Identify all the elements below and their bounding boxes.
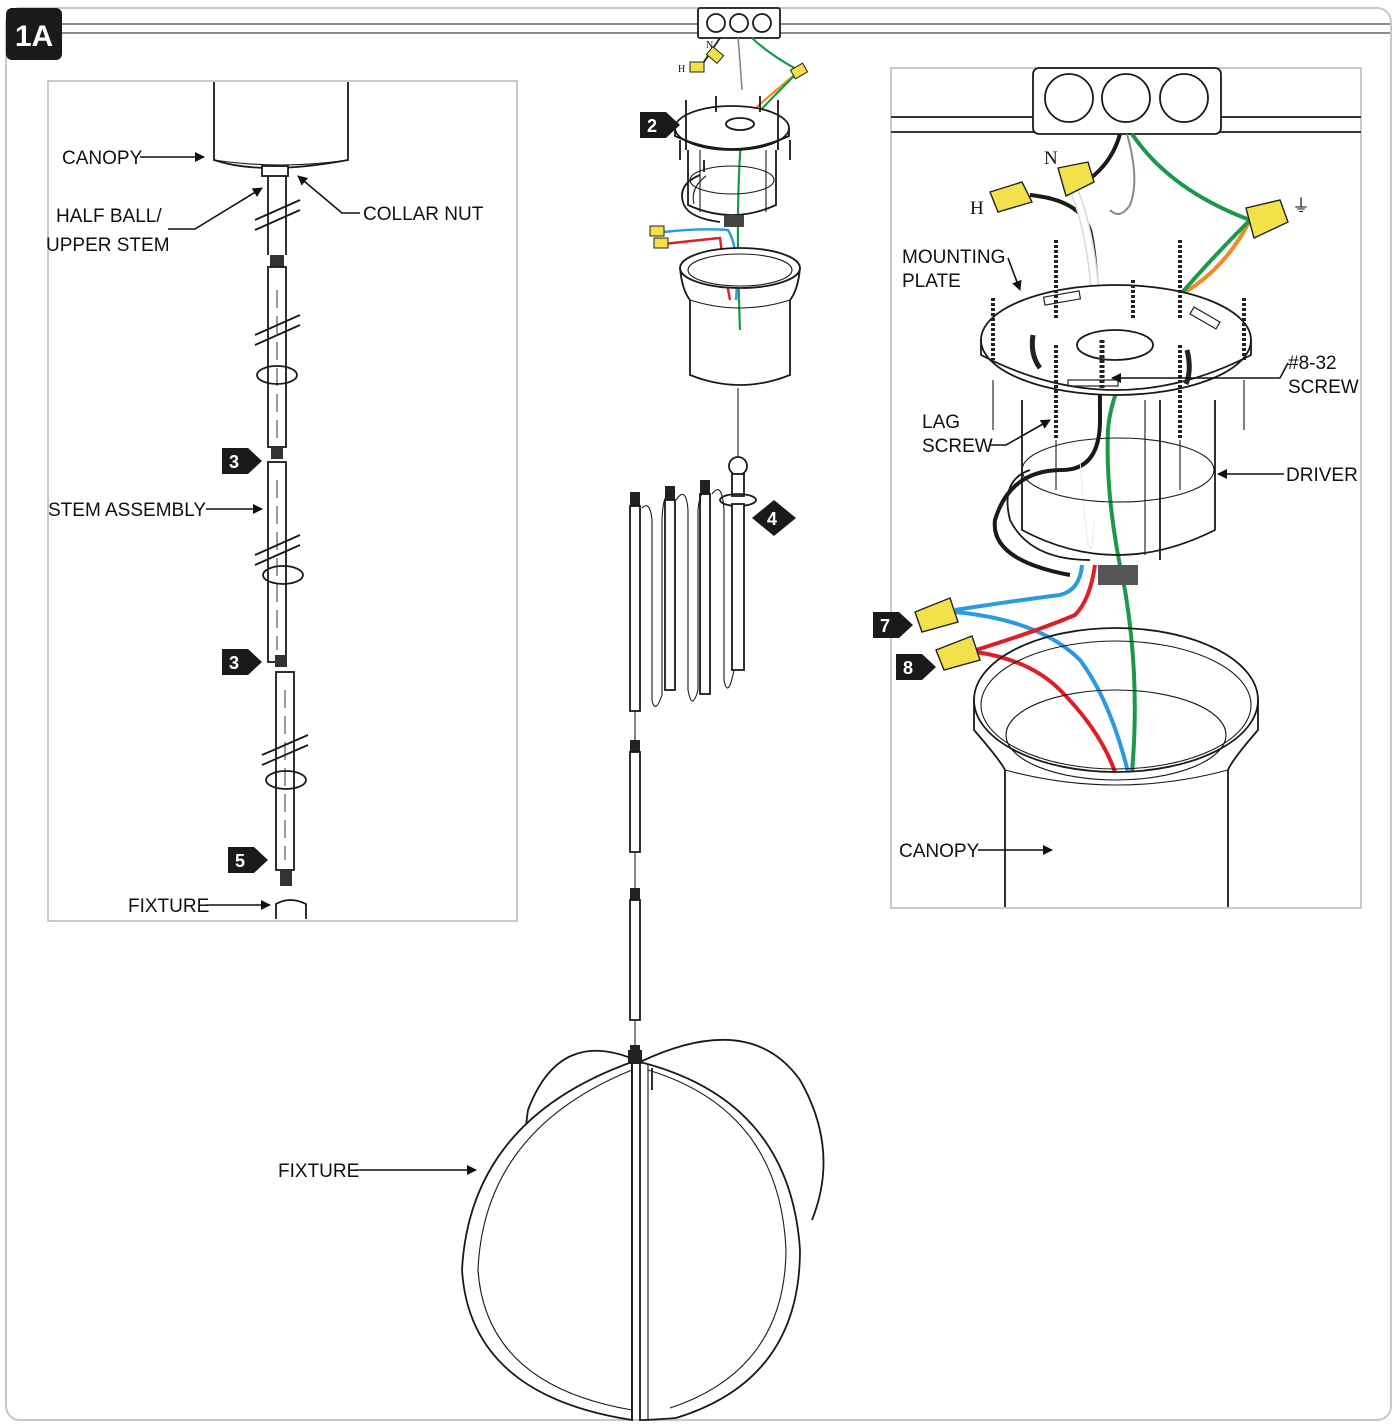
ground-icon: ⏚	[1292, 196, 1310, 216]
center-canopy	[679, 247, 801, 386]
right-wire-h: H	[970, 198, 984, 219]
right-junction-box	[1032, 67, 1222, 135]
center-half-ball-stem	[719, 456, 757, 671]
right-driver	[1006, 400, 1216, 585]
svg-text:3: 3	[229, 653, 239, 673]
mounting-plate-label-2: PLATE	[902, 271, 961, 292]
center-wire-n: N	[706, 40, 713, 51]
figure-label-badge: 1A	[6, 8, 62, 60]
collar-nut-label: COLLAR NUT	[363, 204, 484, 225]
right-mounting-plate	[980, 284, 1252, 396]
lag-screw-label-2: SCREW	[922, 436, 993, 457]
center-fixture-label: FIXTURE	[278, 1161, 359, 1182]
globe-fixture	[461, 1038, 825, 1422]
center-looped-stems	[629, 480, 735, 712]
step-badge-3b: 3	[222, 649, 262, 675]
center-mounting-plate	[674, 96, 791, 172]
center-wire-h: H	[678, 64, 685, 75]
step-badge-4: 4	[752, 500, 796, 536]
svg-text:4: 4	[767, 509, 777, 529]
right-wire-n: N	[1044, 148, 1058, 169]
left-canopy-label: CANOPY	[62, 148, 143, 169]
right-canopy	[973, 627, 1259, 907]
right-canopy-label: CANOPY	[899, 841, 980, 862]
stem-assembly-label: STEM ASSEMBLY	[48, 500, 206, 521]
half-ball-label-2: UPPER STEM	[46, 235, 170, 256]
svg-text:7: 7	[880, 616, 890, 636]
mounting-plate-label-1: MOUNTING	[902, 247, 1005, 268]
half-ball-label-1: HALF BALL/	[56, 206, 162, 227]
svg-text:8: 8	[903, 658, 913, 678]
svg-text:2: 2	[647, 116, 657, 136]
center-assembly: N H	[278, 37, 825, 1422]
right-panel: N H ⏚	[873, 67, 1362, 909]
step-badge-5: 5	[228, 847, 268, 873]
left-canopy-shape	[213, 82, 349, 169]
step-badge-2: 2	[640, 112, 680, 138]
center-stem-pieces	[629, 740, 641, 1061]
figure-label: 1A	[15, 20, 53, 53]
lag-screw-label-1: LAG	[922, 412, 960, 433]
step-badge-3a: 3	[222, 448, 262, 474]
left-fixture-label: FIXTURE	[128, 896, 209, 917]
left-stem	[254, 176, 309, 919]
screw-label-2: SCREW	[1288, 377, 1359, 398]
left-panel: CANOPY HALF BALL/ UPPER STEM COLLAR NUT …	[46, 80, 518, 922]
svg-text:5: 5	[235, 851, 245, 871]
driver-label: DRIVER	[1286, 465, 1358, 486]
left-fixture-top	[275, 899, 307, 919]
right-panel-border	[890, 67, 1362, 909]
right-wire-nuts	[989, 161, 1289, 239]
screw-label-1: #8-32	[1288, 353, 1337, 374]
collar-nut-shape	[261, 165, 289, 177]
center-driver	[681, 150, 777, 227]
step-badge-8: 8	[896, 654, 936, 680]
step-badge-7: 7	[873, 612, 913, 638]
top-junction-box	[697, 7, 781, 39]
svg-text:3: 3	[229, 452, 239, 472]
right-lag-screws	[991, 240, 1246, 440]
